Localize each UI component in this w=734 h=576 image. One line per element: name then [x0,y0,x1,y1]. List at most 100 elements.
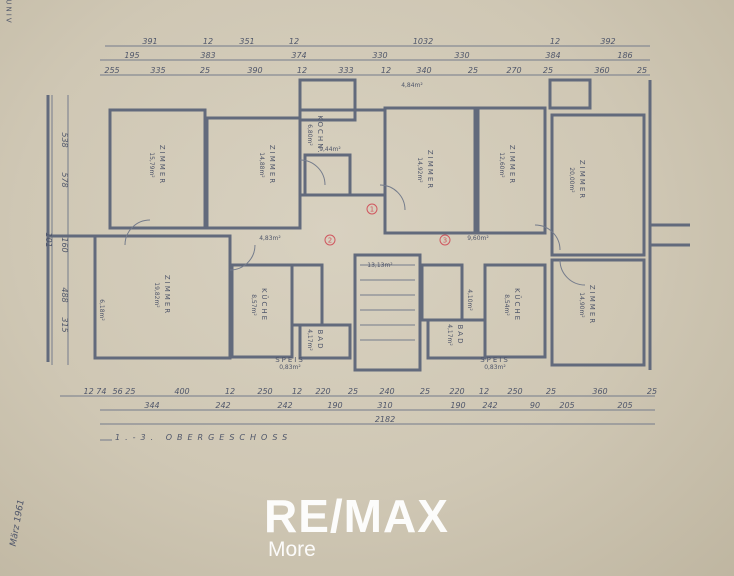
area-label: 13,13m² [367,262,393,269]
area-label: 4,83m² [259,235,281,242]
room-area: 8,54m² [503,294,510,316]
unit-marker-number: 3 [443,237,447,245]
dimension-label: 360 [594,66,609,75]
room-area: 15,79m² [148,152,155,178]
dimension-label: 160 [60,237,69,252]
dimension-label: 242 [482,401,497,410]
dimension-label: 250 [507,387,522,396]
dimension-label: 190 [450,401,465,410]
room-name: ZIMMER [268,145,276,185]
room-name: ZIMMER [158,145,166,185]
room-area: 14,92m² [416,157,423,183]
dimension-label: 25 [348,387,358,396]
room-name: ZIMMER [588,285,596,325]
unit-markers: 1 2 3 [324,203,451,246]
dimension-label: 195 [124,51,139,60]
dimension-label: 186 [617,51,632,60]
room-name: ZIMMER [508,145,516,185]
dimension-label: 330 [372,51,387,60]
room-name: KOCHN. [316,115,324,154]
dimension-label: 56 25 [113,387,136,396]
dimension-label: 242 [277,401,292,410]
dimension-label: 384 [545,51,560,60]
room-name: SPEIS [480,356,510,364]
dimension-label: 578 [60,172,69,187]
dimension-label: 310 [377,401,392,410]
room-name: ZIMMER [578,160,586,200]
dimension-label: 315 [60,317,69,332]
room-area: 4,17m² [446,324,453,346]
dimension-label: 25 [420,387,430,396]
unit-marker-circle [366,203,378,215]
dimension-label: 351 [239,37,254,46]
area-label: 9,44m² [319,146,341,153]
room-area: 8,57m² [250,294,257,316]
room-name: KÜCHE [260,288,269,322]
walls [46,78,690,372]
dimension-label: 101 [44,232,53,247]
room-area: 0,83m² [484,364,506,371]
room-area: 6,80m² [306,124,313,146]
dimension-label: 242 [215,401,230,410]
dimension-lines [51,45,655,441]
dimension-label: 12 [550,37,560,46]
room-name: BAD [316,330,324,351]
dimension-label: 25 [200,66,210,75]
dimension-label: 12 [297,66,307,75]
dimension-label: 25 [543,66,553,75]
dimension-label: 12 [225,387,235,396]
room-name: ZIMMER [426,150,434,190]
dimension-label: 340 [416,66,431,75]
dimension-label: 220 [315,387,330,396]
dimension-label: 12 [381,66,391,75]
dimension-label: 12 [289,37,299,46]
room-area: 20,00m² [568,167,575,193]
dimension-label: 90 [530,401,540,410]
unit-marker-number: 2 [328,237,332,245]
dimension-label: 12 [479,387,489,396]
dimension-label: 25 [637,66,647,75]
dimension-label: 2182 [375,415,395,424]
dimension-label: 12 [292,387,302,396]
plan-title: 1.-3. OBERGESCHOSS [115,433,293,442]
unit-marker-circle [324,234,336,246]
dimension-label: 390 [247,66,262,75]
dimension-label: 205 [559,401,574,410]
room-area: 4,17m² [306,329,313,351]
room-area: 19,82m² [153,282,160,308]
dimension-label: 383 [200,51,215,60]
dimension-label: 220 [449,387,464,396]
dimension-label: 25 [468,66,478,75]
room-area: 14,90m² [578,292,585,318]
dimension-label: 330 [454,51,469,60]
dimension-label: 12 74 [84,387,107,396]
room-area: 0,83m² [279,364,301,371]
area-label: 4,84m² [401,82,423,89]
unit-marker-number: 1 [370,206,374,214]
dimension-label: 374 [291,51,306,60]
dimension-label: 538 [60,132,69,147]
dimension-label: 488 [60,287,69,302]
room-area: 14,88m² [258,152,265,178]
dimension-label: 240 [379,387,394,396]
room-area: 12,60m² [498,152,505,178]
dimension-label: 250 [257,387,272,396]
remax-logo: RE/MAX [264,490,449,542]
dimension-label: 190 [327,401,342,410]
remax-subtitle: More [268,538,316,561]
dimension-label: 255 [104,66,119,75]
dimension-label: 25 [546,387,556,396]
dimension-label: 360 [592,387,607,396]
area-label: 4,10m² [466,289,473,311]
area-label: 9,60m² [467,235,489,242]
room-name: KÜCHE [513,288,522,322]
room-name: ZIMMER [163,275,171,315]
dimension-label: 344 [144,401,159,410]
dimension-label: 392 [600,37,615,46]
dimension-label: 400 [174,387,189,396]
dimension-label: 333 [338,66,353,75]
